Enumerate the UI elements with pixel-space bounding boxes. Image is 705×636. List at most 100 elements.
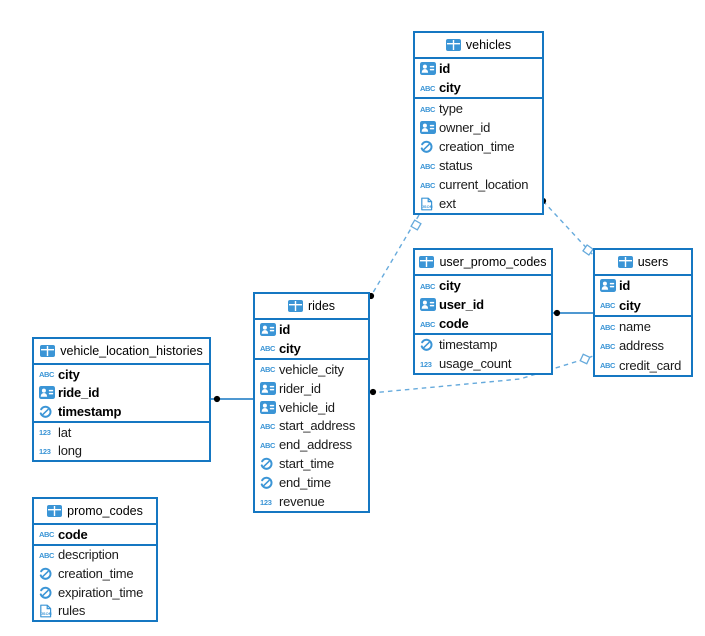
text-type-icon: ABC [420, 180, 439, 190]
text-type-icon: ABC [600, 300, 619, 310]
column-row-rides-end_time[interactable]: end_time [255, 473, 368, 492]
column-name: city [439, 80, 461, 95]
column-name: status [439, 158, 473, 173]
table-header-vehicles[interactable]: vehicles [415, 33, 542, 59]
text-type-icon: ABC [600, 341, 619, 351]
column-row-promo_codes-creation_time[interactable]: creation_time [34, 564, 156, 583]
table-header-rides[interactable]: rides [255, 294, 368, 320]
table-header-vehicle_location_histories[interactable]: vehicle_location_histories [34, 339, 209, 365]
column-row-promo_codes-expiration_time[interactable]: expiration_time [34, 583, 156, 602]
column-row-vehicles-owner_id[interactable]: owner_id [415, 118, 542, 137]
column-row-rides-start_time[interactable]: start_time [255, 454, 368, 473]
table-icon [617, 256, 633, 268]
svg-text:ABC: ABC [260, 441, 276, 450]
column-row-user_promo_codes-timestamp[interactable]: timestamp [415, 335, 551, 354]
svg-text:ABC: ABC [600, 361, 616, 370]
number-type-icon: 123 [420, 359, 439, 369]
svg-text:ABC: ABC [600, 342, 616, 351]
column-row-vehicle_location_histories-ride_id[interactable]: ride_id [34, 384, 209, 403]
column-row-users-id[interactable]: id [595, 276, 691, 295]
table-header-promo_codes[interactable]: promo_codes [34, 499, 156, 525]
table-icon [445, 39, 461, 51]
table-header-users[interactable]: users [595, 250, 691, 276]
column-row-vehicles-id[interactable]: id [415, 59, 542, 78]
column-row-vehicles-creation_time[interactable]: creation_time [415, 137, 542, 156]
timestamp-type-icon [39, 586, 58, 599]
relationship-diamond [579, 353, 591, 365]
relationship-users-vehicles[interactable] [542, 200, 594, 256]
column-name: city [58, 366, 80, 382]
column-name: id [619, 278, 631, 294]
column-name: address [619, 338, 664, 354]
relationship-rides-vehicles[interactable] [370, 214, 420, 297]
column-row-vehicle_location_histories-lat[interactable]: 123 lat [34, 423, 209, 442]
column-name: owner_id [439, 120, 491, 135]
column-name: vehicle_id [279, 399, 335, 415]
svg-text:ABC: ABC [420, 282, 436, 291]
svg-text:JSON: JSON [41, 611, 52, 616]
column-name: rules [58, 603, 86, 619]
relationship-diamond [410, 219, 422, 231]
column-row-rides-id[interactable]: id [255, 320, 368, 339]
svg-text:123: 123 [39, 428, 51, 437]
column-row-rides-vehicle_id[interactable]: vehicle_id [255, 398, 368, 417]
uuid-type-icon [260, 322, 279, 336]
column-name: name [619, 319, 651, 334]
table-title: user_promo_codes [439, 255, 547, 269]
column-name: lat [58, 424, 72, 440]
relationship-diamond [582, 244, 594, 256]
column-row-rides-rider_id[interactable]: rider_id [255, 379, 368, 398]
column-name: id [279, 321, 291, 337]
column-name: ride_id [58, 385, 100, 401]
timestamp-type-icon [39, 405, 58, 418]
column-name: vehicle_city [279, 361, 344, 377]
relationship-dot [369, 388, 377, 396]
table-header-user_promo_codes[interactable]: user_promo_codes [415, 250, 551, 276]
uuid-type-icon [600, 279, 619, 293]
column-name: user_id [439, 297, 484, 312]
table-icon [40, 345, 56, 357]
column-name: code [58, 526, 88, 542]
column-row-user_promo_codes-user_id[interactable]: user_id [415, 295, 551, 314]
svg-text:ABC: ABC [260, 365, 276, 374]
text-type-icon: ABC [420, 161, 439, 171]
relationship-dot [553, 309, 561, 317]
column-name: current_location [439, 177, 529, 192]
column-row-vehicle_location_histories-timestamp[interactable]: timestamp [34, 402, 209, 421]
column-row-promo_codes-rules[interactable]: JSON rules [34, 601, 156, 620]
text-type-icon: ABC [260, 364, 279, 374]
